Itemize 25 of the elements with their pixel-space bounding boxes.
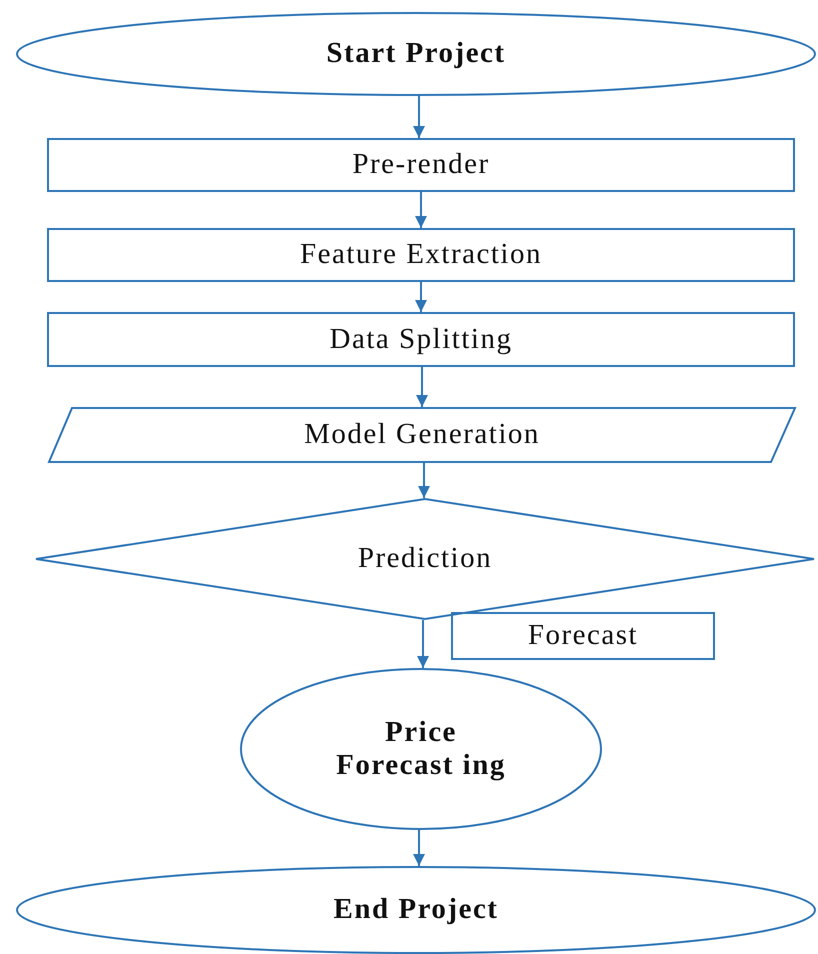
process-circle — [240, 668, 602, 830]
arrow — [413, 96, 425, 138]
process-box — [47, 138, 795, 192]
arrow — [415, 192, 427, 228]
arrow — [416, 367, 428, 407]
terminator-label: Price Forecast ing — [335, 716, 507, 782]
step-label: Data Splitting — [330, 322, 512, 356]
step-label: Pre-render — [352, 148, 490, 182]
step-label: Model Generation — [304, 418, 540, 452]
arrow — [418, 463, 430, 498]
step-label: Feature Extraction — [300, 238, 542, 272]
arrow — [415, 282, 427, 312]
arrow — [413, 830, 425, 866]
process-box — [47, 228, 795, 282]
terminator-ellipse — [16, 12, 816, 96]
terminator-label: End Project — [334, 893, 498, 927]
process-box — [47, 312, 795, 367]
step-label: Forecast — [528, 619, 638, 653]
arrow — [417, 620, 429, 668]
decision-diamond — [35, 498, 815, 620]
note-box — [451, 612, 715, 660]
data-parallelogram — [48, 407, 796, 463]
terminator-label: Start Project — [326, 37, 506, 71]
step-label: Prediction — [358, 542, 492, 576]
terminator-ellipse — [16, 866, 816, 954]
